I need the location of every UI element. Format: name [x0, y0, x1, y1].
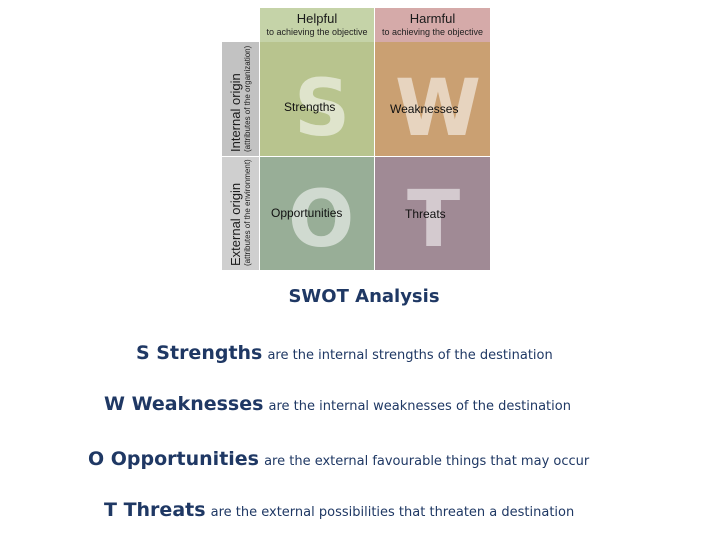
letter-w: W [395, 64, 482, 154]
row-internal-sub: (attributes of the organization) [243, 45, 252, 152]
line-strengths-desc: are the internal strengths of the destin… [267, 348, 553, 363]
quadrant-threats: T Threats [375, 157, 490, 270]
line-opportunities-desc: are the external favourable things that … [264, 454, 590, 469]
header-helpful-sub: to achieving the objective [266, 27, 368, 37]
line-weaknesses: W Weaknesses are the internal weaknesses… [104, 393, 571, 415]
row-external: External origin (attributes of the envir… [222, 157, 259, 270]
letter-s: S [294, 64, 351, 154]
swot-title: SWOT Analysis [288, 286, 440, 307]
row-external-sub: (attributes of the environment) [243, 159, 252, 266]
quadrant-weaknesses: W Weaknesses [375, 42, 490, 156]
quadrant-opportunities: O Opportunities [260, 157, 374, 270]
line-threats: T Threats are the external possibilities… [104, 499, 574, 521]
line-weaknesses-key: W Weaknesses [104, 393, 264, 415]
label-strengths: Strengths [284, 100, 336, 114]
line-strengths-key: S Strengths [136, 342, 263, 364]
line-threats-desc: are the external possibilities that thre… [210, 505, 575, 520]
line-threats-key: T Threats [104, 499, 206, 521]
header-harmful: Harmful to achieving the objective [375, 8, 490, 42]
header-helpful-title: Helpful [296, 11, 338, 26]
row-internal: Internal origin (attributes of the organ… [222, 42, 259, 156]
header-harmful-title: Harmful [409, 11, 456, 26]
header-helpful: Helpful to achieving the objective [260, 8, 374, 42]
letter-t: T [407, 175, 461, 265]
line-weaknesses-desc: are the internal weaknesses of the desti… [268, 399, 571, 414]
header-harmful-sub: to achieving the objective [381, 27, 484, 37]
line-strengths: S Strengths are the internal strengths o… [136, 342, 553, 364]
quadrant-strengths: S Strengths [260, 42, 374, 156]
letter-o: O [288, 175, 355, 265]
row-internal-title: Internal origin [228, 73, 243, 152]
label-weaknesses: Weaknesses [390, 102, 459, 116]
row-external-title: External origin [228, 182, 243, 266]
swot-matrix: Helpful to achieving the objective Harmf… [222, 8, 490, 270]
line-opportunities: O Opportunities are the external favoura… [88, 448, 589, 470]
label-threats: Threats [405, 207, 446, 221]
line-opportunities-key: O Opportunities [88, 448, 259, 470]
label-opportunities: Opportunities [271, 206, 343, 220]
